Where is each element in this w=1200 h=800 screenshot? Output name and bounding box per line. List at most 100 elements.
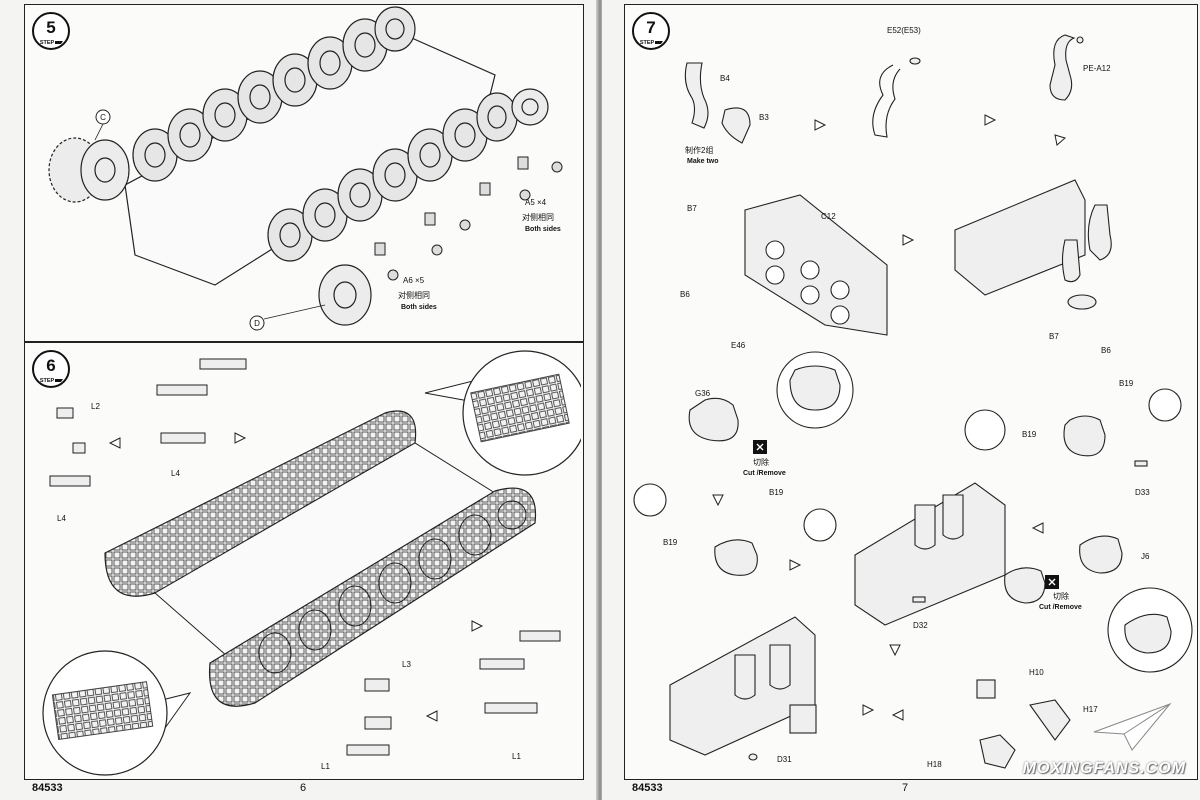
label-a6-both-cn: 对侧相同 — [398, 290, 430, 300]
label-cut-en: Cut /Remove — [743, 470, 786, 477]
watermark: MOXINGFANS.COM — [1022, 760, 1186, 777]
part-e52 — [872, 64, 901, 138]
zoom-g36-guard — [789, 365, 841, 411]
label-make-two-en: Make two — [687, 158, 719, 165]
label-a6: A6 ×5 — [403, 276, 425, 285]
label-c12: C12 — [821, 212, 836, 221]
right-page: 7 STEP — [602, 0, 1200, 800]
zoom-j6-guard — [1124, 613, 1172, 654]
tank-icon — [55, 41, 63, 44]
part-e52-cap — [909, 57, 921, 65]
part-d31 — [748, 753, 758, 761]
step6-diagram: L2 L4 L4 L3 L1 L1 — [42, 350, 581, 776]
step6-word: STEP — [40, 378, 55, 384]
step6-number: 6 — [46, 356, 55, 375]
part-h18 — [979, 734, 1016, 769]
gutter — [596, 0, 604, 800]
label-cut2-en: Cut /Remove — [1039, 604, 1082, 611]
label-l4-top: L4 — [171, 469, 180, 478]
label-b19-center: B19 — [769, 488, 784, 497]
label-b6-right: B6 — [1101, 346, 1111, 355]
flow-arrows-step7 — [712, 114, 1067, 721]
label-a5-both-en: Both sides — [525, 226, 561, 233]
label-l3: L3 — [402, 660, 411, 669]
step5-word: STEP — [40, 40, 55, 46]
label-h17: H17 — [1083, 705, 1098, 714]
assembly-3-pipe-b — [769, 644, 791, 690]
link-parts — [49, 358, 561, 756]
part-pe-a12 — [1049, 34, 1076, 101]
label-a6-both-en: Both sides — [401, 304, 437, 311]
part-d33-guard — [1063, 415, 1106, 457]
step7-word: STEP — [640, 40, 655, 46]
zoom-bubble-mid — [803, 508, 837, 542]
assembly-pipe-2 — [1061, 239, 1081, 283]
assembly-3-pipe-a — [734, 654, 756, 700]
callout-c: C — [100, 113, 106, 122]
assembly-rear-1 — [954, 179, 1086, 296]
step6-badge: 6 STEP — [32, 350, 70, 388]
road-wheels-upper — [132, 6, 416, 182]
step5-number: 5 — [46, 18, 55, 37]
part-guard-b19 — [714, 539, 758, 576]
part-b7-ring — [1067, 294, 1097, 310]
label-e46: E46 — [731, 341, 746, 350]
label-h10: H10 — [1029, 668, 1044, 677]
label-d31: D31 — [777, 755, 792, 764]
step5-panel: 5 STEP — [24, 4, 584, 342]
idler-wheel — [511, 88, 549, 126]
label-cut-cn: 切除 — [753, 457, 769, 467]
sprocket-d — [318, 264, 372, 326]
assembly-pipe-1 — [1087, 204, 1112, 261]
part-b4 — [684, 62, 709, 129]
part-h17 — [1029, 699, 1071, 741]
part-j6 — [1079, 535, 1123, 574]
label-e52: E52(E53) — [887, 26, 921, 35]
label-b19-mid: B19 — [1022, 430, 1037, 439]
label-l1-left: L1 — [321, 762, 330, 771]
label-b7-left: B7 — [687, 204, 697, 213]
label-make-two-cn: 制作2组 — [685, 145, 713, 155]
label-pe-a12: PE-A12 — [1083, 64, 1111, 73]
label-a5: A5 ×4 — [525, 198, 547, 207]
zoom-bubble-left — [633, 483, 667, 517]
cut-icon — [753, 440, 1059, 589]
part-b3 — [721, 107, 751, 144]
label-a5-both-cn: 对侧相同 — [522, 212, 554, 222]
step6-panel: 6 STEP — [24, 342, 584, 780]
label-l2: L2 — [91, 402, 100, 411]
part-d32 — [912, 596, 926, 603]
track-wheels — [258, 500, 527, 674]
left-folio: 84533 — [32, 782, 63, 794]
tank-icon — [55, 379, 63, 382]
part-g36 — [688, 397, 739, 442]
label-b3: B3 — [759, 113, 769, 122]
assembly-3-bracket — [789, 704, 817, 734]
right-folio: 84533 — [632, 782, 663, 794]
tank-icon — [655, 41, 663, 44]
zoom-bubble-bottom — [42, 650, 192, 776]
flow-arrows — [108, 432, 484, 722]
zoom-bubble-top — [424, 350, 581, 476]
label-b19-left: B19 — [663, 538, 678, 547]
label-j6: J6 — [1141, 552, 1150, 561]
callout-d: D — [254, 319, 260, 328]
part-h10 — [976, 679, 996, 699]
step5-diagram: C D A5 ×4 对侧相同 Both sides — [48, 6, 563, 331]
label-b4: B4 — [720, 74, 730, 83]
road-wheels-lower — [267, 92, 518, 262]
right-page-number: 7 — [902, 782, 909, 794]
c12-ports — [765, 240, 850, 325]
assembly-rear-2 — [854, 482, 1006, 626]
step7-panel: 7 STEP — [624, 4, 1198, 780]
label-d32: D32 — [913, 621, 928, 630]
assembly-2-pipe-a — [914, 504, 936, 550]
label-l1-right: L1 — [512, 752, 521, 761]
callout-d-circle — [249, 315, 265, 331]
assembly-2-guard — [1004, 567, 1046, 604]
label-h18: H18 — [927, 760, 942, 769]
label-b7-right: B7 — [1049, 332, 1059, 341]
part-pe-a12-ring — [1076, 36, 1084, 44]
label-l4-left: L4 — [57, 514, 66, 523]
step7-badge: 7 STEP — [632, 12, 670, 50]
